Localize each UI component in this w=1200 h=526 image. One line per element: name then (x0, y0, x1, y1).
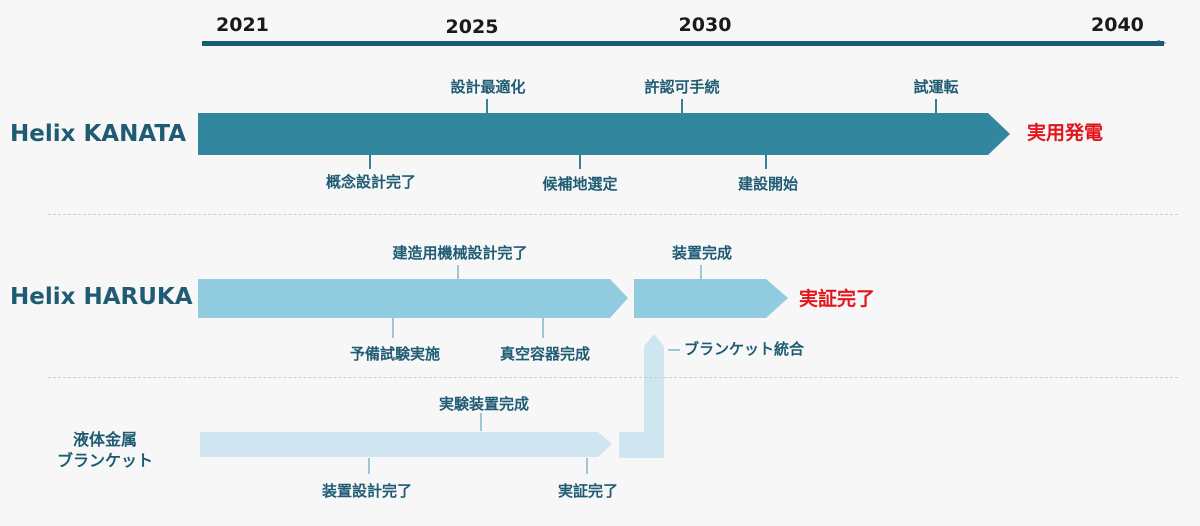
tick (542, 318, 544, 338)
tick (480, 413, 482, 431)
milestone-label: 実証完了 (557, 482, 619, 500)
haruka-goal: 実証完了 (799, 288, 876, 310)
tick (935, 99, 937, 113)
milestone-label: 建造用機械設計完了 (392, 244, 528, 262)
row-name-blanket-line1: 液体金属 (72, 430, 137, 449)
row-name-blanket-line2: ブランケット (56, 451, 153, 470)
milestone-label: 予備試験実施 (349, 345, 441, 363)
milestone-label: 真空容器完成 (499, 345, 591, 363)
tick (392, 318, 394, 338)
kanata-goal: 実用発電 (1027, 122, 1104, 144)
tick (368, 458, 370, 474)
haruka-arrow-bar-1 (198, 279, 628, 318)
row-separator (48, 214, 1178, 215)
year-2030: 2030 (678, 14, 732, 36)
tick (486, 99, 488, 113)
milestone-label: 試運転 (913, 78, 959, 96)
row-name-kanata: Helix KANATA (10, 121, 187, 147)
milestone-label: 建設開始 (737, 175, 799, 193)
year-2021: 2021 (216, 14, 269, 36)
blanket-arrow-bar (200, 432, 612, 457)
row-name-blanket: 液体金属 ブランケット (40, 429, 170, 471)
milestone-label: 許認可手続 (644, 78, 720, 96)
milestone-label: 設計最適化 (450, 78, 526, 96)
timeline-axis (202, 41, 1164, 46)
milestone-label: 実験装置完成 (438, 395, 530, 413)
tick (668, 349, 680, 351)
milestone-label: 装置完成 (671, 244, 733, 262)
haruka-arrow-bar-2 (634, 279, 788, 318)
milestone-label: 装置設計完了 (321, 482, 413, 500)
row-separator (48, 377, 1178, 378)
blanket-integration-connector (619, 334, 664, 458)
tick (681, 99, 683, 113)
timeline-axis-tip (1158, 40, 1166, 46)
tick (765, 155, 767, 169)
blanket-integration-label: ブランケット統合 (684, 340, 805, 358)
tick (700, 265, 702, 279)
milestone-label: 概念設計完了 (325, 173, 417, 191)
year-2040: 2040 (1091, 14, 1144, 36)
tick (369, 155, 371, 169)
tick (579, 155, 581, 169)
row-name-haruka: Helix HARUKA (10, 284, 193, 310)
tick (457, 265, 459, 279)
kanata-arrow-bar (198, 113, 1010, 155)
milestone-label: 候補地選定 (542, 175, 618, 193)
tick (586, 458, 588, 474)
year-2025: 2025 (445, 16, 499, 38)
